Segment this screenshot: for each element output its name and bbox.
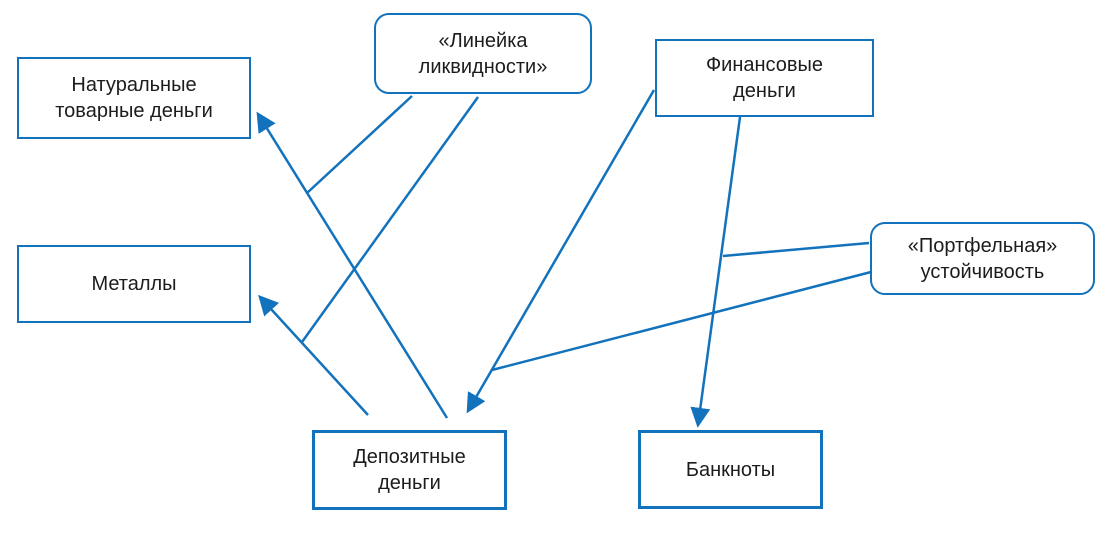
node-financial-money: Финансовые деньги <box>655 39 874 117</box>
node-metals: Металлы <box>17 245 251 323</box>
node-label-line: устойчивость <box>920 260 1045 283</box>
node-deposit-money: Депозитные деньги <box>312 430 507 510</box>
arrow-deposit-to-metals <box>258 294 369 416</box>
node-portfolio-stability: «Портфельная» устойчивость <box>870 222 1095 295</box>
arrow-deposit-to-natural <box>256 111 449 419</box>
node-label-line: деньги <box>733 80 796 102</box>
connector-liquidity-to-metals-arrow <box>300 96 480 343</box>
node-label-line: ликвидности» <box>418 55 548 78</box>
node-label-line: деньги <box>378 472 441 494</box>
node-label-line: Депозитные <box>353 446 466 468</box>
connector-liquidity-to-natural-arrow <box>306 95 413 194</box>
connector-portfolio-to-deposit-arrow <box>491 270 872 372</box>
arrow-financial-to-banknotes <box>690 116 742 428</box>
node-label-line: Банкноты <box>685 458 776 481</box>
node-label-line: «Портфельная» <box>907 234 1058 257</box>
node-label-line: Натуральные <box>71 74 197 96</box>
node-label-line: Металлы <box>91 273 177 295</box>
connector-portfolio-to-banknotes-arrow <box>722 241 870 258</box>
node-natural-commodity-money: Натуральные товарные деньги <box>17 57 251 139</box>
node-liquidity-ruler: «Линейка ликвидности» <box>374 13 592 94</box>
node-label-line: «Линейка <box>438 29 528 52</box>
node-banknotes: Банкноты <box>638 430 823 509</box>
arrow-financial-to-deposit <box>466 89 656 414</box>
node-label-line: Финансовые <box>705 54 824 76</box>
node-label-line: товарные деньги <box>55 100 213 122</box>
